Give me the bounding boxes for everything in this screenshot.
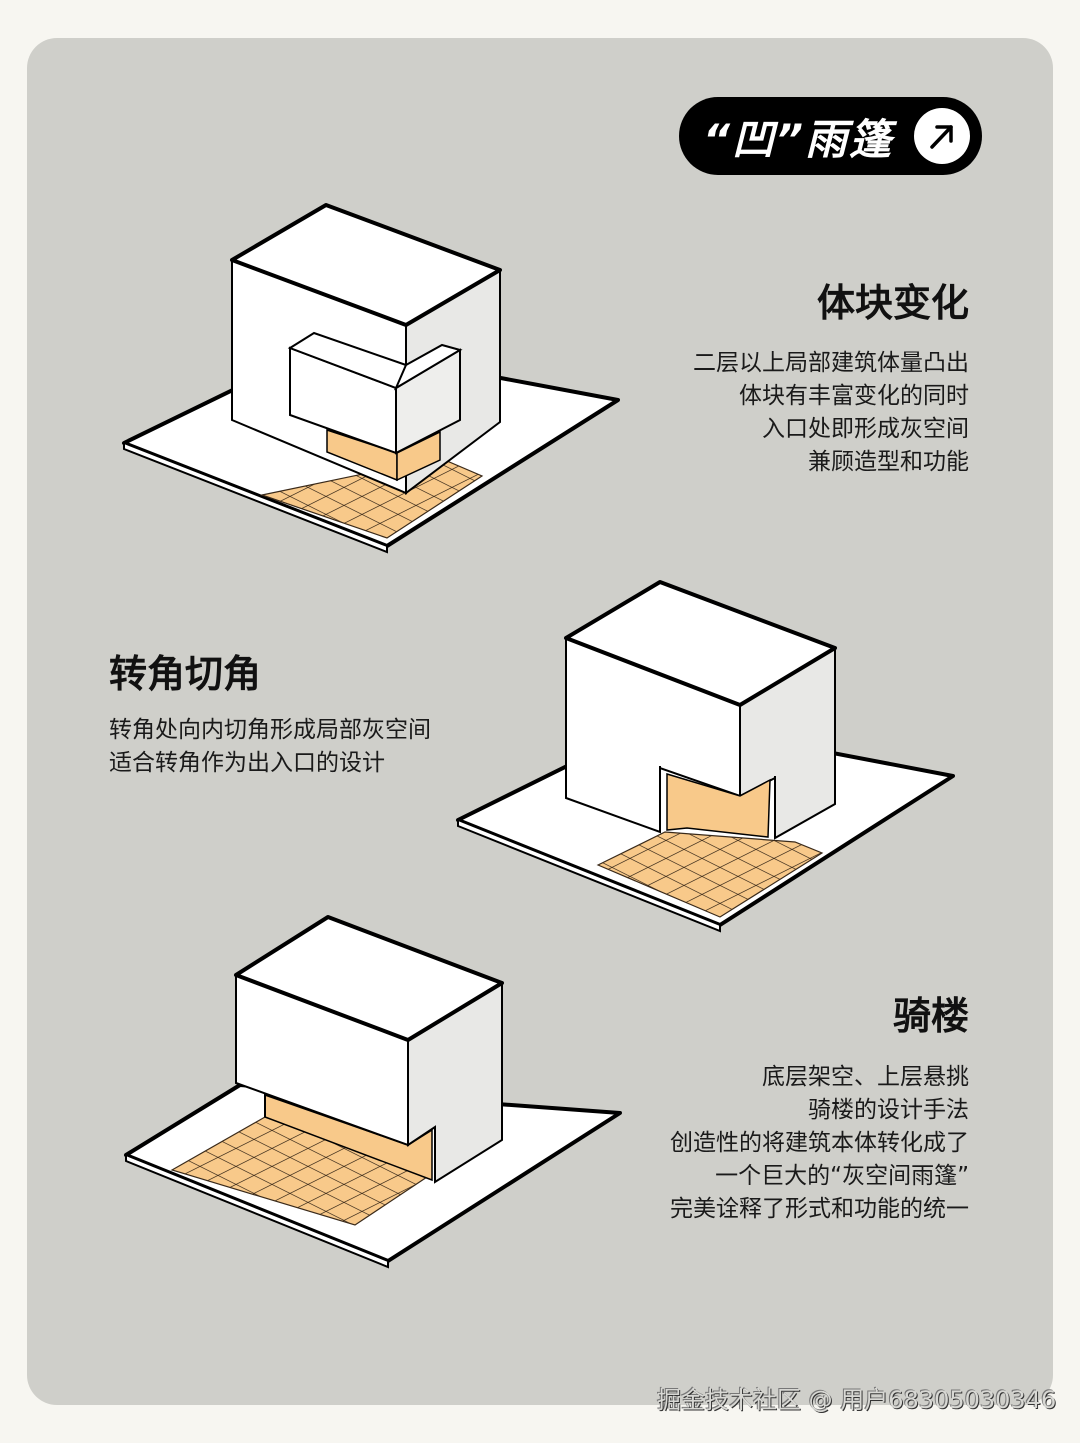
section-3-line: 一个巨大的“灰空间雨篷” [715,1163,969,1189]
section-2-body: 转角处向内切角形成局部灰空间 适合转角作为出入口的设计 [109,714,431,780]
section-1-line: 兼顾造型和功能 [808,449,969,475]
watermark: 掘金技术社区 @ 用户68305030346 [657,1386,1057,1414]
title-badge: “凹”雨篷 [679,97,982,175]
section-3-body: 底层架空、上层悬挑 骑楼的设计手法 创造性的将建筑本体转化成了 一个巨大的“灰空… [670,1061,969,1226]
title-badge-text: “凹”雨篷 [703,114,894,164]
section-3-line: 创造性的将建筑本体转化成了 [670,1130,969,1156]
section-1-heading: 体块变化 [816,281,969,325]
section-2-line: 转角处向内切角形成局部灰空间 [109,717,431,743]
drawing-corner-cut [456,580,955,933]
section-3-heading: 骑楼 [892,994,969,1038]
section-2-heading: 转角切角 [109,652,262,696]
section-2-line: 适合转角作为出入口的设计 [109,750,385,776]
section-1-line: 二层以上局部建筑体量凸出 [693,350,969,376]
section-3-line: 骑楼的设计手法 [808,1097,969,1123]
arrow-up-right-icon [914,108,970,164]
section-1-line: 入口处即形成灰空间 [762,416,969,442]
drawing-arcade [124,915,622,1269]
section-1-body: 二层以上局部建筑体量凸出 体块有丰富变化的同时 入口处即形成灰空间 兼顾造型和功… [693,347,969,479]
section-3-line: 完美诠释了形式和功能的统一 [670,1196,969,1222]
drawing-volume-change [122,203,620,554]
section-1-line: 体块有丰富变化的同时 [739,383,969,409]
section-3-line: 底层架空、上层悬挑 [762,1064,969,1090]
